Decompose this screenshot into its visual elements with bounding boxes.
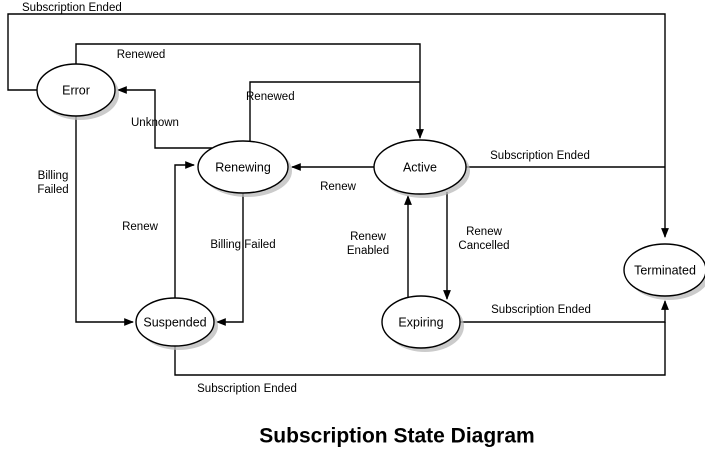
state-node-renewing[interactable]: Renewing	[197, 140, 292, 197]
transition-renewing-to-suspended: Billing Failed	[210, 193, 276, 326]
transition-suspended-to-renewing: Renew	[122, 161, 195, 298]
state-node-suspended[interactable]: Suspended	[135, 297, 218, 350]
edge-label-billing-failed-renewing: Billing Failed	[210, 239, 275, 251]
node-outline[interactable]	[623, 243, 705, 297]
edge-label-subscription-ended-active: Subscription Ended	[490, 150, 590, 162]
node-outline[interactable]	[135, 297, 215, 347]
state-label-terminated: Terminated	[634, 263, 696, 277]
edge-path	[216, 193, 244, 326]
edge-path	[174, 161, 195, 298]
state-label-expiring: Expiring	[398, 315, 443, 329]
transition-renewing-to-error: Unknown	[117, 86, 212, 149]
transition-renewing-to-active: Renewed	[246, 81, 420, 142]
state-label-renewing: Renewing	[215, 160, 271, 174]
node-outline[interactable]	[36, 63, 116, 117]
edge-label-subscription-ended-expiring: Subscription Ended	[491, 304, 591, 316]
transition-expiring-to-active: Renew Enabled	[347, 195, 412, 300]
transition-error-to-active: Renewed	[75, 43, 424, 139]
edge-path	[75, 43, 424, 139]
transition-active-to-renewing: Renew	[291, 163, 374, 193]
edge-label-renew-active: Renew	[320, 181, 356, 193]
edge-label-renewed-renewing: Renewed	[246, 91, 295, 103]
edge-label-renew-suspended: Renew	[122, 221, 158, 233]
edge-path	[174, 322, 666, 376]
edge-path	[249, 81, 420, 142]
node-outline[interactable]	[373, 139, 467, 195]
transition-expiring-to-terminated: Subscription Ended	[460, 300, 669, 323]
transition-error-to-suspended: Billing Failed	[37, 116, 134, 326]
edge-label-renewed-error: Renewed	[117, 49, 166, 61]
edge-label-renew-enabled-line2: Enabled	[347, 245, 389, 257]
transition-active-to-terminated: Subscription Ended	[466, 150, 665, 168]
edge-label-subscription-ended-error: Subscription Ended	[22, 2, 122, 14]
transition-error-to-terminated: Subscription Ended	[7, 2, 669, 238]
edge-label-billing-failed-error-line2: Failed	[37, 184, 68, 196]
edge-label-renew-enabled-line1: Renew	[350, 231, 386, 243]
edge-path	[7, 13, 669, 238]
transition-active-to-expiring: Renew Cancelled	[443, 192, 510, 300]
state-node-active[interactable]: Active	[373, 139, 470, 198]
state-label-suspended: Suspended	[143, 315, 206, 329]
node-outline[interactable]	[381, 295, 461, 349]
edge-path	[117, 86, 212, 149]
edge-label-billing-failed-error-line1: Billing	[38, 170, 69, 182]
state-label-error: Error	[62, 83, 90, 97]
edge-label-subscription-ended-suspended: Subscription Ended	[197, 383, 297, 395]
state-node-error[interactable]: Error	[36, 63, 119, 120]
edge-label-renew-cancelled-line2: Cancelled	[458, 240, 509, 252]
diagram-title: Subscription State Diagram	[259, 425, 534, 448]
edge-path	[75, 116, 134, 326]
state-label-active: Active	[403, 160, 437, 174]
state-node-terminated[interactable]: Terminated	[623, 243, 705, 300]
transition-suspended-to-terminated: Subscription Ended	[174, 322, 666, 395]
edge-label-unknown: Unknown	[131, 117, 179, 129]
state-node-expiring[interactable]: Expiring	[381, 295, 464, 352]
edge-label-renew-cancelled-line1: Renew	[466, 226, 502, 238]
node-outline[interactable]	[197, 140, 289, 194]
